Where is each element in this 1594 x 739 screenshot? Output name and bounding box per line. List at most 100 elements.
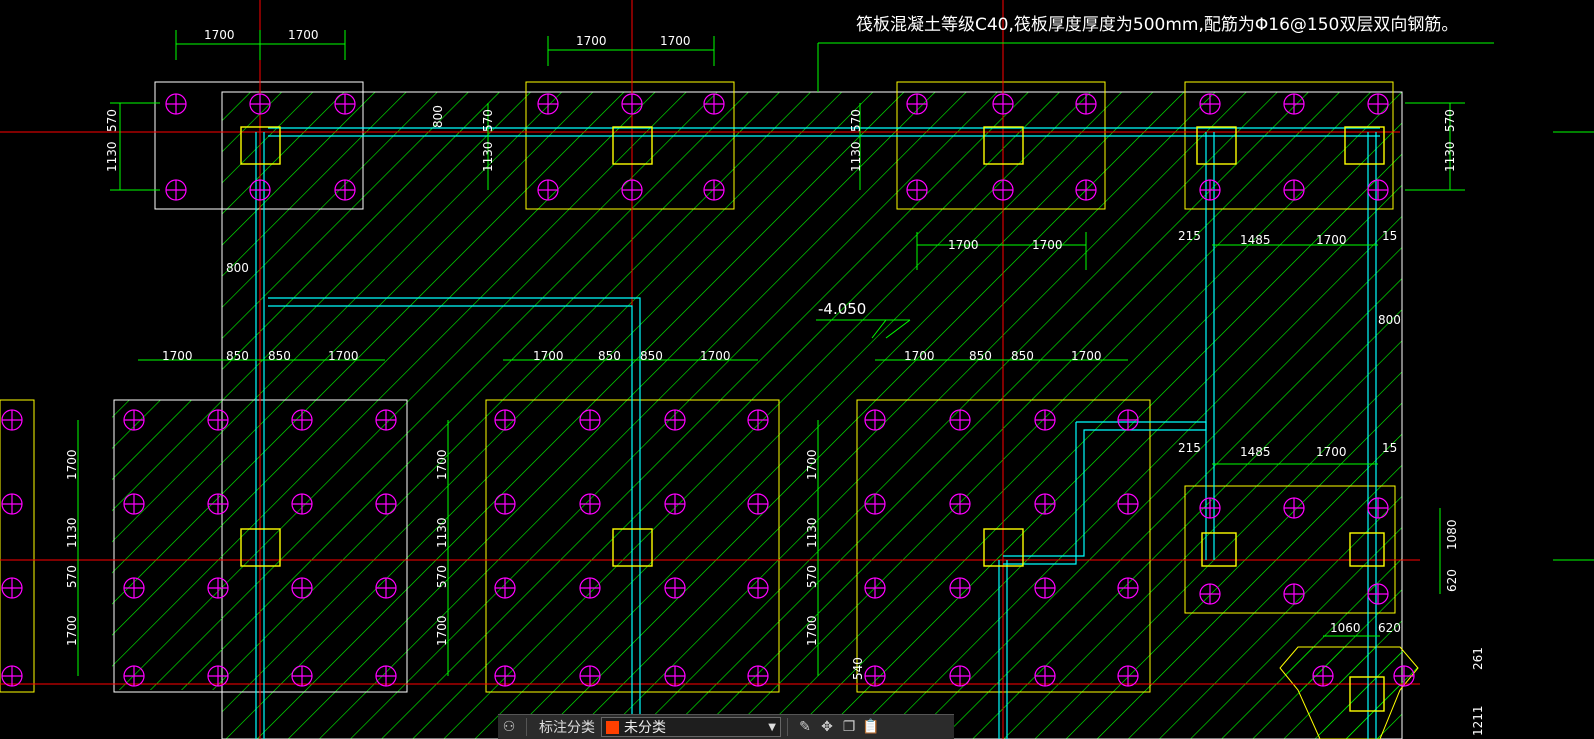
pile-marker[interactable] [621, 93, 643, 115]
paste-icon[interactable]: 📋 [862, 719, 880, 735]
pile-marker[interactable] [1199, 179, 1221, 201]
pile-marker[interactable] [375, 665, 397, 687]
pile-marker[interactable] [123, 493, 145, 515]
pile-marker[interactable] [537, 179, 559, 201]
pile-marker[interactable] [1283, 93, 1305, 115]
pile-marker[interactable] [1283, 179, 1305, 201]
pile-marker[interactable] [864, 409, 886, 431]
edit-icon[interactable]: ✎ [799, 719, 811, 735]
pile-marker[interactable] [1117, 409, 1139, 431]
pile-marker[interactable] [1283, 497, 1305, 519]
pile-marker[interactable] [664, 409, 686, 431]
pile-marker[interactable] [664, 493, 686, 515]
pile-marker[interactable] [747, 665, 769, 687]
pile-marker[interactable] [537, 93, 559, 115]
pile-marker[interactable] [1, 577, 23, 599]
pile-marker[interactable] [949, 493, 971, 515]
pile-marker[interactable] [703, 93, 725, 115]
pile-marker[interactable] [334, 93, 356, 115]
pile-marker[interactable] [334, 179, 356, 201]
pile-cap[interactable] [896, 81, 1106, 210]
pile-marker[interactable] [1075, 179, 1097, 201]
pile-marker[interactable] [291, 577, 313, 599]
pile-marker[interactable] [375, 577, 397, 599]
pile-marker[interactable] [494, 577, 516, 599]
category-select[interactable]: 未分类 ▼ [601, 717, 781, 737]
pile-marker[interactable] [992, 179, 1014, 201]
copy-icon[interactable]: ❐ [842, 719, 856, 735]
pile-marker[interactable] [291, 493, 313, 515]
pile-cap[interactable] [1184, 485, 1396, 614]
pile-marker[interactable] [747, 493, 769, 515]
pile-marker[interactable] [1075, 93, 1097, 115]
pile-marker[interactable] [1, 493, 23, 515]
pile-marker[interactable] [579, 493, 601, 515]
pile-marker[interactable] [494, 493, 516, 515]
pile-marker[interactable] [1199, 497, 1221, 519]
pile-marker[interactable] [1034, 665, 1056, 687]
pile-marker[interactable] [1367, 497, 1389, 519]
svg-text:570: 570 [481, 109, 495, 132]
pile-marker[interactable] [207, 577, 229, 599]
pile-marker[interactable] [864, 665, 886, 687]
pile-marker[interactable] [1, 665, 23, 687]
pile-marker[interactable] [1367, 179, 1389, 201]
pile-marker[interactable] [165, 179, 187, 201]
pile-marker[interactable] [864, 577, 886, 599]
pile-marker[interactable] [1034, 493, 1056, 515]
pile-marker[interactable] [123, 409, 145, 431]
pile-marker[interactable] [949, 577, 971, 599]
pile-marker[interactable] [291, 409, 313, 431]
pile-marker[interactable] [249, 93, 271, 115]
dim-label: 850 [268, 349, 291, 363]
pile-cap[interactable] [0, 399, 35, 693]
move-icon[interactable]: ✥ [821, 719, 833, 735]
pile-marker[interactable] [207, 409, 229, 431]
pile-marker[interactable] [207, 493, 229, 515]
pile-marker[interactable] [123, 577, 145, 599]
pile-marker[interactable] [1367, 583, 1389, 605]
pile-marker[interactable] [1283, 583, 1305, 605]
pile-marker[interactable] [1034, 577, 1056, 599]
pile-marker[interactable] [621, 179, 643, 201]
pile-marker[interactable] [664, 665, 686, 687]
pile-marker[interactable] [207, 665, 229, 687]
group-icon[interactable]: ⚇ [502, 719, 516, 735]
pile-marker[interactable] [1199, 93, 1221, 115]
pile-marker[interactable] [906, 93, 928, 115]
pile-marker[interactable] [165, 93, 187, 115]
pile-marker[interactable] [703, 179, 725, 201]
pile-marker[interactable] [906, 179, 928, 201]
pile-marker[interactable] [579, 665, 601, 687]
pile-marker[interactable] [1199, 583, 1221, 605]
pile-marker[interactable] [1312, 665, 1334, 687]
pile-marker[interactable] [375, 493, 397, 515]
pile-marker[interactable] [494, 665, 516, 687]
pile-marker[interactable] [249, 179, 271, 201]
pile-marker[interactable] [291, 665, 313, 687]
pile-marker[interactable] [579, 409, 601, 431]
pile-marker[interactable] [375, 409, 397, 431]
pile-marker[interactable] [123, 665, 145, 687]
pile-marker[interactable] [949, 409, 971, 431]
pile-marker[interactable] [579, 577, 601, 599]
pile-marker[interactable] [1117, 493, 1139, 515]
pile-marker[interactable] [1117, 577, 1139, 599]
pile-marker[interactable] [1034, 409, 1056, 431]
pile-marker[interactable] [992, 93, 1014, 115]
pile-marker[interactable] [747, 409, 769, 431]
pile-marker[interactable] [1117, 665, 1139, 687]
pile-marker[interactable] [747, 577, 769, 599]
pile-marker[interactable] [864, 493, 886, 515]
pile-cap[interactable] [525, 81, 735, 210]
pile-cap[interactable] [1184, 81, 1394, 210]
pile-marker[interactable] [494, 409, 516, 431]
pile-marker[interactable] [1393, 665, 1415, 687]
pile-cap[interactable] [154, 81, 364, 210]
dimension-toolbar: ⚇ 标注分类 未分类 ▼ ✎ ✥ ❐ 📋 [498, 714, 954, 739]
pile-marker[interactable] [1367, 93, 1389, 115]
pile-marker[interactable] [1, 409, 23, 431]
pile-marker[interactable] [664, 577, 686, 599]
pile-marker[interactable] [949, 665, 971, 687]
